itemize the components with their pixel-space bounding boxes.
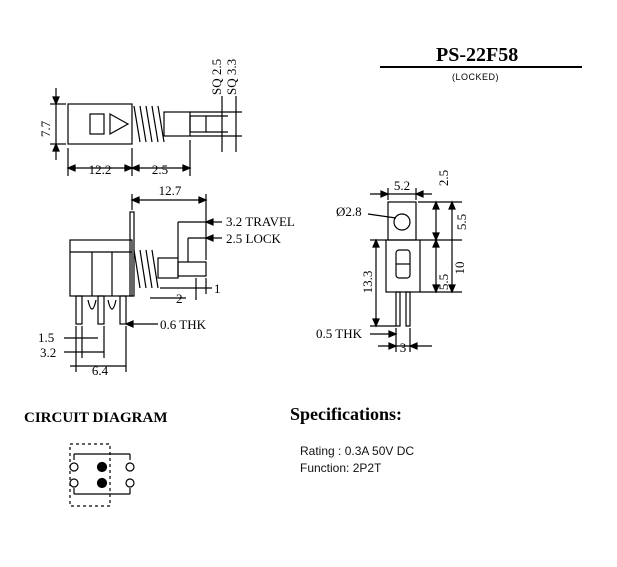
spec-rating: Rating : 0.3A 50V DC bbox=[300, 444, 415, 458]
dim-13-3: 13.3 bbox=[360, 271, 375, 294]
circuit-title: CIRCUIT DIAGRAM bbox=[24, 410, 168, 426]
top-view bbox=[50, 88, 242, 176]
dim-plunger-length: 2.5 bbox=[152, 162, 168, 177]
dim-6-4: 6.4 bbox=[92, 363, 109, 378]
dim-3: 3 bbox=[400, 340, 407, 355]
spring bbox=[133, 105, 165, 143]
mounting-hole bbox=[393, 213, 411, 231]
top-plunger-tip bbox=[189, 115, 207, 133]
end-thk-label: 0.5 THK bbox=[316, 326, 363, 341]
specifications-title: Specifications: bbox=[290, 404, 402, 424]
circuit-diagram bbox=[69, 443, 135, 507]
contact-open bbox=[69, 478, 79, 488]
contact-open bbox=[125, 462, 135, 472]
spec-function: Function: 2P2T bbox=[300, 461, 382, 475]
contact-common bbox=[96, 477, 108, 489]
dim-5-5-top: 5.5 bbox=[454, 214, 469, 230]
top-body bbox=[67, 103, 133, 145]
dim-1: 1 bbox=[214, 281, 221, 296]
top-plunger-base bbox=[163, 111, 191, 137]
dim-2: 2 bbox=[176, 291, 183, 306]
side-plunger-base bbox=[157, 257, 179, 279]
thk-label: 0.6 THK bbox=[160, 317, 207, 332]
contact-common bbox=[96, 461, 108, 473]
switch-outline bbox=[69, 443, 111, 507]
dim-sq-small: SQ 2.5 bbox=[209, 59, 224, 95]
contact-open bbox=[69, 462, 79, 472]
title-underline bbox=[380, 66, 582, 68]
dim-sq-large: SQ 3.3 bbox=[224, 59, 239, 95]
pin-1 bbox=[75, 295, 83, 325]
end-pin-a bbox=[395, 291, 401, 327]
end-view bbox=[367, 188, 462, 352]
end-bracket bbox=[387, 201, 417, 241]
dim-5-5-bottom: 5.5 bbox=[436, 274, 451, 290]
dim-overall: 12.7 bbox=[159, 183, 182, 198]
dim-height: 7.7 bbox=[38, 120, 53, 137]
dim-3-2: 3.2 bbox=[40, 345, 56, 360]
dim-1-5: 1.5 bbox=[38, 330, 54, 345]
side-view bbox=[64, 194, 222, 372]
part-number: PS-22F58 bbox=[436, 44, 519, 66]
dim-body-length: 12.2 bbox=[89, 162, 112, 177]
side-plunger-tip bbox=[177, 261, 207, 277]
variant-label: (LOCKED) bbox=[452, 72, 500, 82]
side-spring bbox=[133, 249, 159, 289]
end-body bbox=[385, 239, 421, 293]
hole-label: Ø2.8 bbox=[336, 204, 362, 219]
arrow-icon bbox=[109, 112, 130, 136]
contact-open bbox=[125, 478, 135, 488]
side-bracket bbox=[129, 211, 135, 297]
lock-label: 2.5 LOCK bbox=[226, 231, 282, 246]
end-pin-b bbox=[405, 291, 411, 327]
pin-2 bbox=[97, 295, 105, 325]
top-window bbox=[89, 113, 105, 135]
dim-2-5: 2.5 bbox=[436, 170, 451, 186]
dim-10: 10 bbox=[452, 262, 467, 275]
pin-3 bbox=[119, 295, 127, 325]
travel-label: 3.2 TRAVEL bbox=[226, 214, 295, 229]
dim-5-2: 5.2 bbox=[394, 178, 410, 193]
side-body bbox=[69, 239, 133, 297]
